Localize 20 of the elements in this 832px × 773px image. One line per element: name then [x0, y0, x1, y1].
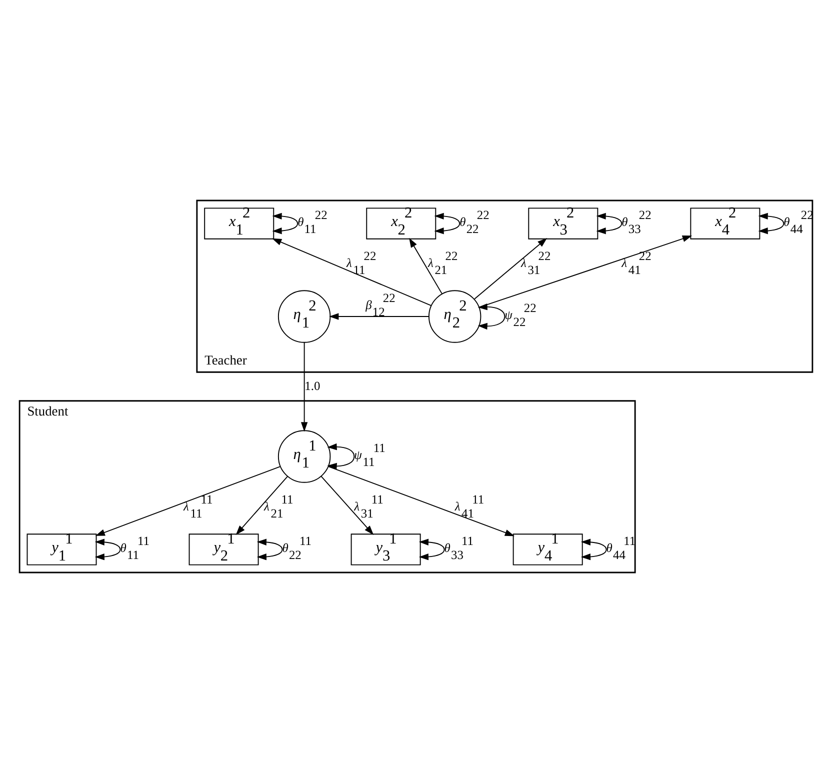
arrow [272, 212, 298, 234]
arrow [758, 212, 784, 234]
arrow [327, 443, 355, 470]
arrow [94, 538, 121, 560]
arrow [596, 212, 622, 234]
edge-label: 1.0 [304, 378, 320, 393]
arrow [418, 538, 445, 560]
arrow [236, 476, 288, 535]
arrow [95, 466, 281, 536]
arrow [256, 538, 283, 560]
arrow [474, 238, 548, 300]
arrow [320, 476, 374, 535]
arrow [409, 238, 442, 294]
arrow [300, 342, 308, 432]
arrow [434, 212, 460, 234]
arrow [580, 538, 607, 560]
arrow [478, 303, 506, 330]
arrow [272, 238, 432, 306]
arrow [329, 313, 430, 320]
arrow [328, 466, 515, 536]
